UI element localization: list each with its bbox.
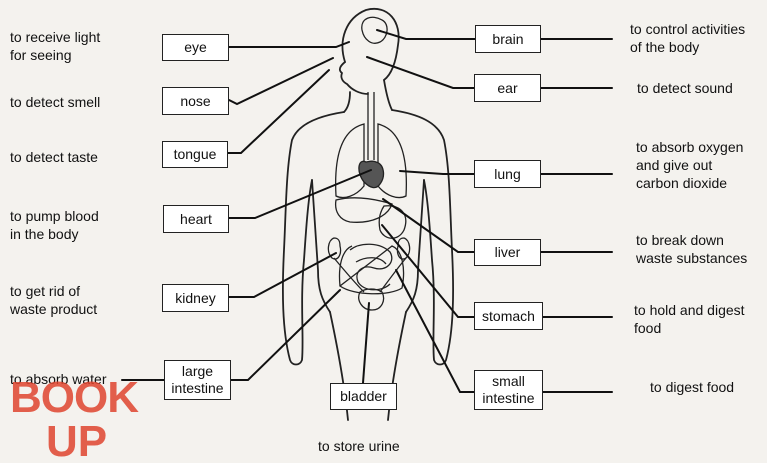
function-tongue: to detect taste xyxy=(10,149,98,165)
label-box-liver: liver xyxy=(474,239,541,266)
function-small-intestine: to digest food xyxy=(650,379,735,395)
function-liver: to break down waste substances xyxy=(636,232,748,266)
kidney-shape-left xyxy=(327,237,342,260)
label-box-small-intestine: small intestine xyxy=(474,370,543,410)
large-intestine-shape xyxy=(338,245,405,295)
internal-organs xyxy=(327,16,411,311)
function-large-intestine: to absorb water xyxy=(10,371,107,387)
label-box-heart: heart xyxy=(163,205,229,233)
function-ear: to detect sound xyxy=(637,80,733,96)
label-box-brain: brain xyxy=(475,25,541,53)
function-lung: to absorb oxygen and give out carbon dio… xyxy=(636,139,744,191)
function-eye: to receive light for seeing xyxy=(10,29,101,63)
function-brain: to control activities of the body xyxy=(630,21,746,55)
function-heart: to pump blood in the body xyxy=(10,208,99,242)
function-stomach: to hold and digest food xyxy=(634,302,745,336)
lung-shape-right xyxy=(377,123,407,199)
bladder-shape xyxy=(358,288,385,311)
label-box-large-intestine: large intestine xyxy=(164,360,231,400)
label-box-stomach: stomach xyxy=(474,302,543,330)
label-box-kidney: kidney xyxy=(162,284,229,312)
lung-shape-left xyxy=(335,123,365,199)
liver-shape xyxy=(334,197,393,223)
function-bladder: to store urine xyxy=(318,438,400,454)
label-box-tongue: tongue xyxy=(162,141,228,168)
stomach-shape xyxy=(378,205,407,239)
kidney-shape-right xyxy=(396,237,411,260)
label-box-ear: ear xyxy=(474,74,541,102)
leader-lines xyxy=(121,29,613,393)
brain-shape xyxy=(361,16,388,44)
label-box-lung: lung xyxy=(474,160,541,188)
logo-text-book: BOOK xyxy=(10,373,139,422)
label-box-eye: eye xyxy=(162,34,229,61)
logo-text-up: UP xyxy=(46,417,107,460)
label-box-bladder: bladder xyxy=(330,383,397,410)
heart-shape xyxy=(358,160,385,189)
small-intestine-shape xyxy=(349,243,393,291)
function-kidney: to get rid of waste product xyxy=(10,283,98,317)
label-box-nose: nose xyxy=(162,87,229,115)
bookup-logo: BOOK UP xyxy=(10,373,140,460)
function-nose: to detect smell xyxy=(10,94,101,110)
